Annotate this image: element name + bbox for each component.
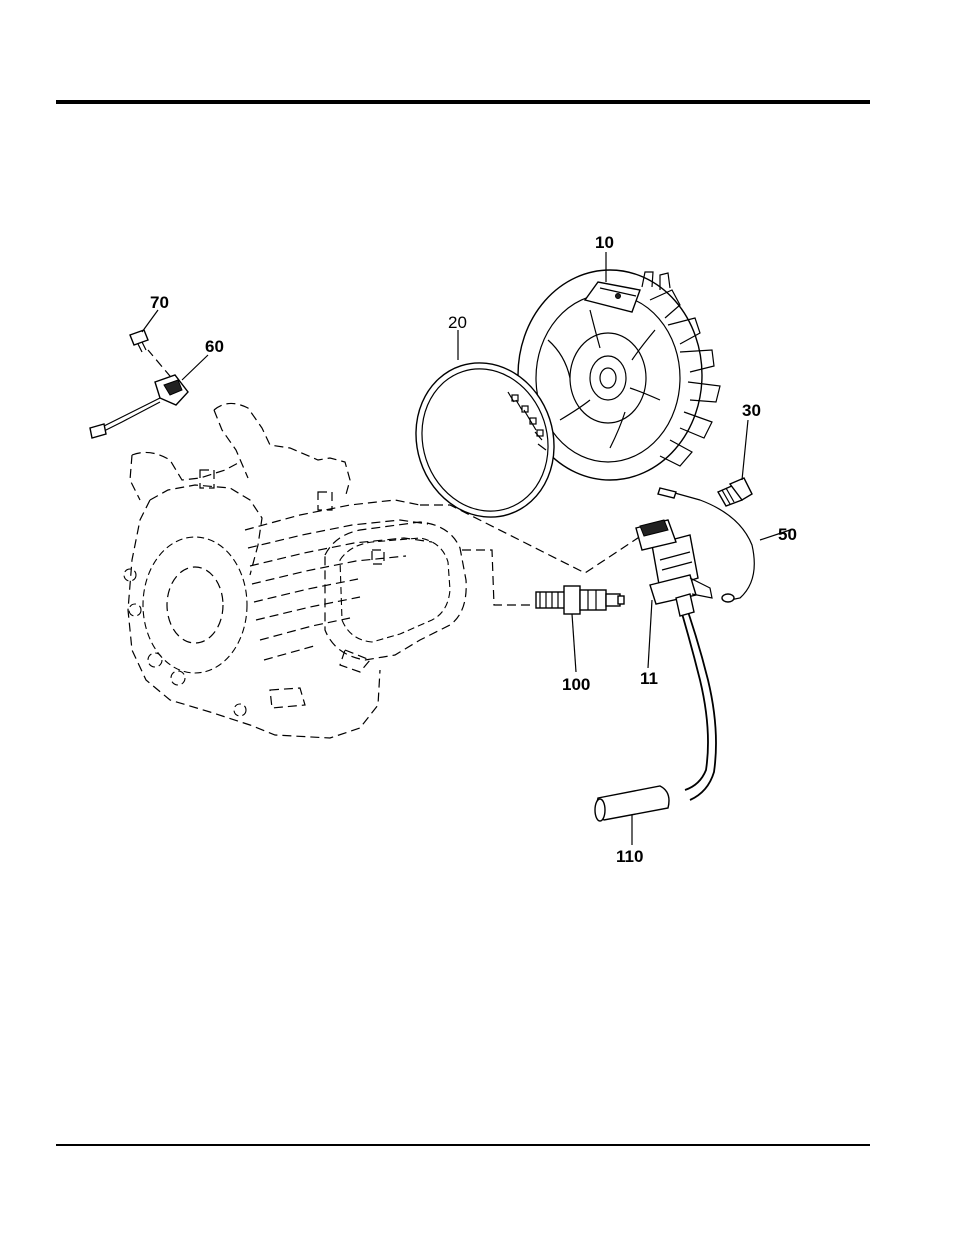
leader-100	[572, 614, 576, 672]
callout-20: 20	[448, 313, 467, 332]
callout-50: 50	[778, 525, 797, 544]
callout-110: 110	[616, 847, 643, 866]
screw	[130, 330, 148, 352]
leader-60	[182, 355, 208, 380]
callout-100: 100	[562, 675, 590, 694]
leader-70	[142, 310, 158, 332]
phantom-leader-plug	[462, 550, 535, 605]
engine-block-phantom	[124, 403, 466, 738]
callout-10: 10	[595, 233, 614, 252]
callout-60: 60	[205, 337, 224, 356]
leader-30	[742, 420, 748, 480]
bolt	[718, 478, 752, 506]
sensor-bracket	[90, 375, 188, 438]
leader-11	[648, 600, 652, 668]
callout-11: 11	[640, 669, 658, 688]
callout-30: 30	[742, 401, 761, 420]
phantom-leader-coil	[420, 505, 665, 573]
callout-70: 70	[150, 293, 169, 312]
spark-plug	[536, 586, 624, 614]
